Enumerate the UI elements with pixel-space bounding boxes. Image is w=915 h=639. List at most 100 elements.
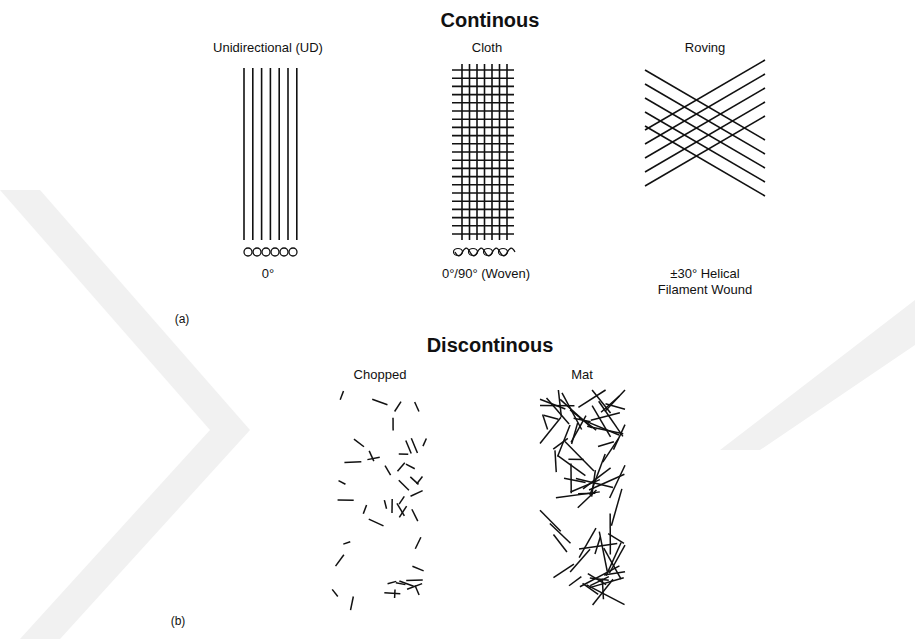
weft-fiber <box>452 233 514 235</box>
chopped-fiber <box>351 597 354 611</box>
roving-fiber <box>645 98 765 168</box>
mat-fiber <box>609 545 625 573</box>
mat-fiber <box>604 572 625 575</box>
watermark-band <box>720 300 915 450</box>
mat-fiber <box>590 577 609 586</box>
fiber-section <box>280 248 288 256</box>
chopped-fiber <box>395 402 401 412</box>
form-name: Cloth <box>472 40 502 56</box>
fiber-section <box>253 248 261 256</box>
chopped-fiber <box>391 499 393 513</box>
weft-fiber <box>452 176 514 178</box>
chopped-fiber <box>388 581 397 583</box>
mat-fiber <box>565 441 594 471</box>
chopped-fiber <box>411 491 423 497</box>
fiber-section <box>499 249 508 256</box>
weft-fiber <box>452 118 514 120</box>
roving-fiber <box>645 126 765 196</box>
woven-section <box>455 248 515 256</box>
form-name: Mat <box>571 367 593 383</box>
fiber-section <box>469 249 478 256</box>
mat-fiber <box>569 577 581 586</box>
chopped-fiber <box>369 519 384 526</box>
chopped-fiber <box>406 579 423 581</box>
chopped-fiber <box>423 438 426 446</box>
weft-fiber <box>452 110 514 112</box>
form-name: Chopped <box>354 367 407 383</box>
mat-fiber <box>613 425 625 450</box>
weft-fiber <box>452 143 514 145</box>
chopped-fiber <box>343 542 350 544</box>
mat-fiber <box>555 450 556 472</box>
chopped-fiber <box>392 418 394 431</box>
chopped-fiber <box>369 451 374 461</box>
chopped-fiber <box>412 566 423 571</box>
mat-fiber <box>591 413 620 421</box>
chopped-fiber <box>410 477 418 484</box>
chopped-fiber <box>332 589 338 596</box>
section-heading: Continous <box>441 8 540 32</box>
mat-fiber <box>543 415 548 430</box>
mat-fiber <box>579 528 596 558</box>
mat-fiber <box>572 423 578 444</box>
form-name: Roving <box>685 40 725 56</box>
weft-fiber <box>452 102 514 104</box>
mat-fiber <box>540 510 561 531</box>
mat-fiber <box>570 464 572 494</box>
chopped-fiber <box>363 505 366 514</box>
mat-fiber <box>570 549 590 572</box>
roving-fiber <box>645 70 765 140</box>
chopped-fiber <box>397 463 404 472</box>
mat-fiber <box>598 442 614 447</box>
ud-fiber <box>270 68 272 240</box>
fiber-section <box>271 248 279 256</box>
fiber-section <box>454 249 463 256</box>
mat-fiber <box>578 390 605 407</box>
weft-fiber <box>452 94 514 96</box>
roving-fiber <box>645 112 765 182</box>
mat-fiber <box>540 405 574 407</box>
weft-fiber <box>452 217 514 219</box>
weft-fiber <box>452 159 514 161</box>
mat-fiber <box>553 564 573 578</box>
chopped-fiber <box>372 399 387 404</box>
chopped-fiber <box>406 441 411 454</box>
orientation-label: 0°/90° (Woven) <box>442 266 530 282</box>
chopped-fiber <box>354 439 364 447</box>
chopped-fiber <box>415 537 421 548</box>
panel-label: (a) <box>175 312 190 326</box>
mat-fiber <box>601 396 619 412</box>
weft-fiber <box>452 184 514 186</box>
mat-fiber <box>540 417 561 443</box>
fiber-section <box>262 248 270 256</box>
mat-fiber <box>556 492 600 498</box>
ud-fiber <box>243 68 245 240</box>
chopped-fiber <box>385 466 391 475</box>
chopped-fiber <box>399 581 413 586</box>
chopped-fiber <box>412 509 418 521</box>
weft-fiber <box>452 151 514 153</box>
weft-fiber <box>452 225 514 227</box>
ud-fiber <box>252 68 254 240</box>
mat-fiber <box>609 514 611 555</box>
mat-fiber <box>560 399 592 428</box>
fiber-section <box>484 249 493 256</box>
mat-fiber <box>558 425 570 457</box>
chopped-fiber <box>336 555 344 566</box>
watermark-band <box>0 190 250 639</box>
section-heading: Discontinous <box>427 333 554 357</box>
mat-fiber <box>547 398 570 424</box>
mat-fiber <box>544 415 559 419</box>
form-name: Unidirectional (UD) <box>213 40 323 56</box>
orientation-label: 0° <box>262 266 274 282</box>
weft-fiber <box>452 200 514 202</box>
panel-label: (b) <box>171 614 186 628</box>
chopped-fiber <box>399 496 404 504</box>
ud-fiber <box>278 68 280 240</box>
mat-fiber <box>540 399 565 409</box>
roving-fiber <box>645 84 765 154</box>
orientation-label: ±30° Helical Filament Wound <box>645 266 765 297</box>
mat-fiber <box>574 418 591 422</box>
